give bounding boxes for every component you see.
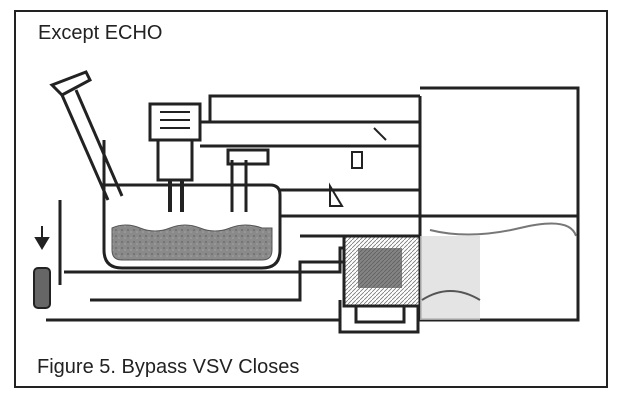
flow-arrow-icon bbox=[34, 226, 50, 250]
check-valve bbox=[329, 127, 387, 207]
float-valve bbox=[226, 148, 270, 212]
throttle-body bbox=[418, 86, 580, 322]
primer-pump-handle bbox=[49, 70, 124, 201]
inlet-fitting bbox=[33, 200, 62, 309]
figure-caption: Figure 5. Bypass VSV Closes bbox=[37, 356, 300, 378]
vsv-solenoid bbox=[148, 102, 202, 212]
header-label: Except ECHO bbox=[38, 22, 163, 44]
fuel-level bbox=[111, 224, 273, 261]
float-bowl bbox=[102, 140, 282, 270]
figure-frame bbox=[14, 10, 608, 388]
bypass-chamber bbox=[342, 234, 422, 308]
